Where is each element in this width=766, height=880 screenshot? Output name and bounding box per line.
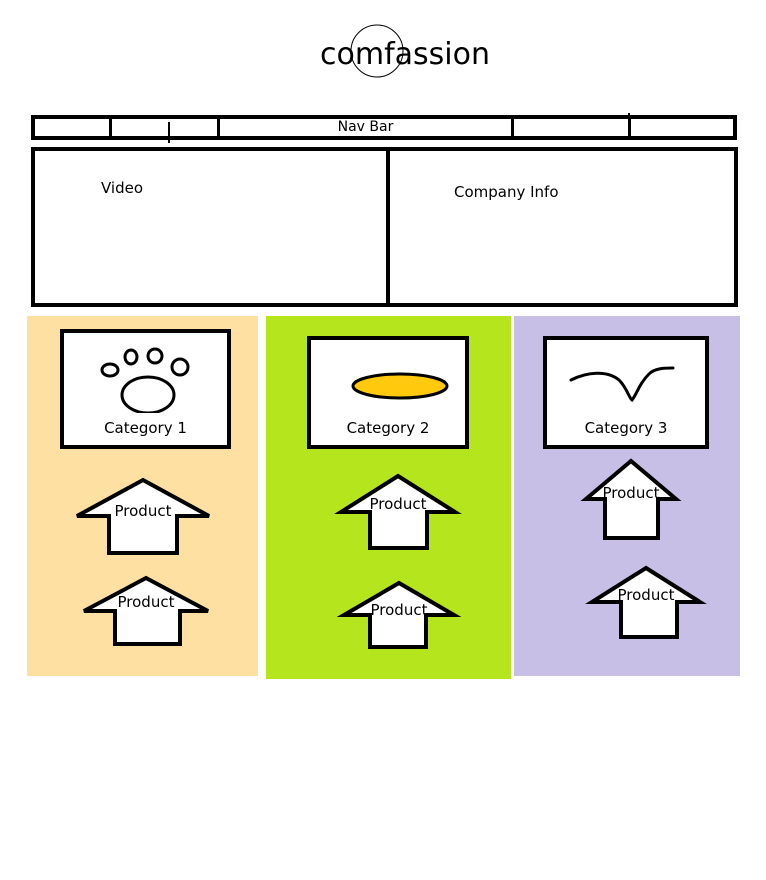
category-card-1[interactable]: Category 1 xyxy=(60,329,231,449)
category-label: Category 1 xyxy=(104,419,187,437)
nav-item-2[interactable] xyxy=(112,119,220,136)
nav-item-5[interactable] xyxy=(631,119,733,136)
product-item[interactable]: Product xyxy=(82,575,210,646)
arrow-up-icon xyxy=(580,458,682,540)
product-label: Product xyxy=(370,601,428,619)
category-card-3[interactable]: Category 3 xyxy=(543,336,709,449)
nav-bar-label: Nav Bar xyxy=(337,119,394,135)
product-label: Product xyxy=(602,484,660,502)
arrow-up-icon xyxy=(83,575,209,646)
product-label: Product xyxy=(617,586,675,604)
category-column-3: Category 3 Product Product xyxy=(514,316,740,676)
nav-item-4[interactable] xyxy=(514,119,631,136)
category-label: Category 2 xyxy=(346,419,430,437)
logo-graphic: comfassion xyxy=(320,24,490,78)
hero-section: Video Company Info xyxy=(31,147,738,307)
nav-item-1[interactable] xyxy=(35,119,112,136)
paw-icon xyxy=(100,347,190,413)
bed-icon xyxy=(351,372,449,400)
company-info-placeholder: Company Info xyxy=(454,183,559,201)
nav-tick-mark xyxy=(628,113,630,133)
arrow-up-icon xyxy=(76,477,210,555)
video-placeholder[interactable]: Video xyxy=(101,179,144,197)
arrow-up-icon xyxy=(585,565,707,639)
product-label: Product xyxy=(117,593,175,611)
hero-divider xyxy=(386,151,390,303)
nav-bar: Nav Bar xyxy=(31,113,737,143)
product-item[interactable]: Product xyxy=(585,565,707,639)
product-item[interactable]: Product xyxy=(580,458,682,540)
product-item[interactable]: Product xyxy=(336,580,462,649)
category-card-2[interactable]: Category 2 xyxy=(307,336,469,449)
arrow-up-icon xyxy=(334,473,462,550)
product-label: Product xyxy=(369,495,427,513)
logo-text: comfassion xyxy=(320,37,490,72)
collar-icon xyxy=(569,366,675,402)
category-column-2: Category 2 Product Product xyxy=(266,316,511,679)
category-column-1: Category 1 Product Product xyxy=(27,316,258,676)
arrow-up-icon xyxy=(336,580,462,649)
product-item[interactable]: Product xyxy=(75,477,211,556)
category-label: Category 3 xyxy=(584,419,668,437)
nav-item-3[interactable]: Nav Bar xyxy=(220,119,514,136)
product-item[interactable]: Product xyxy=(334,473,462,550)
product-label: Product xyxy=(114,502,172,520)
logo[interactable]: comfassion xyxy=(300,20,490,80)
nav-tick-mark xyxy=(168,122,170,143)
